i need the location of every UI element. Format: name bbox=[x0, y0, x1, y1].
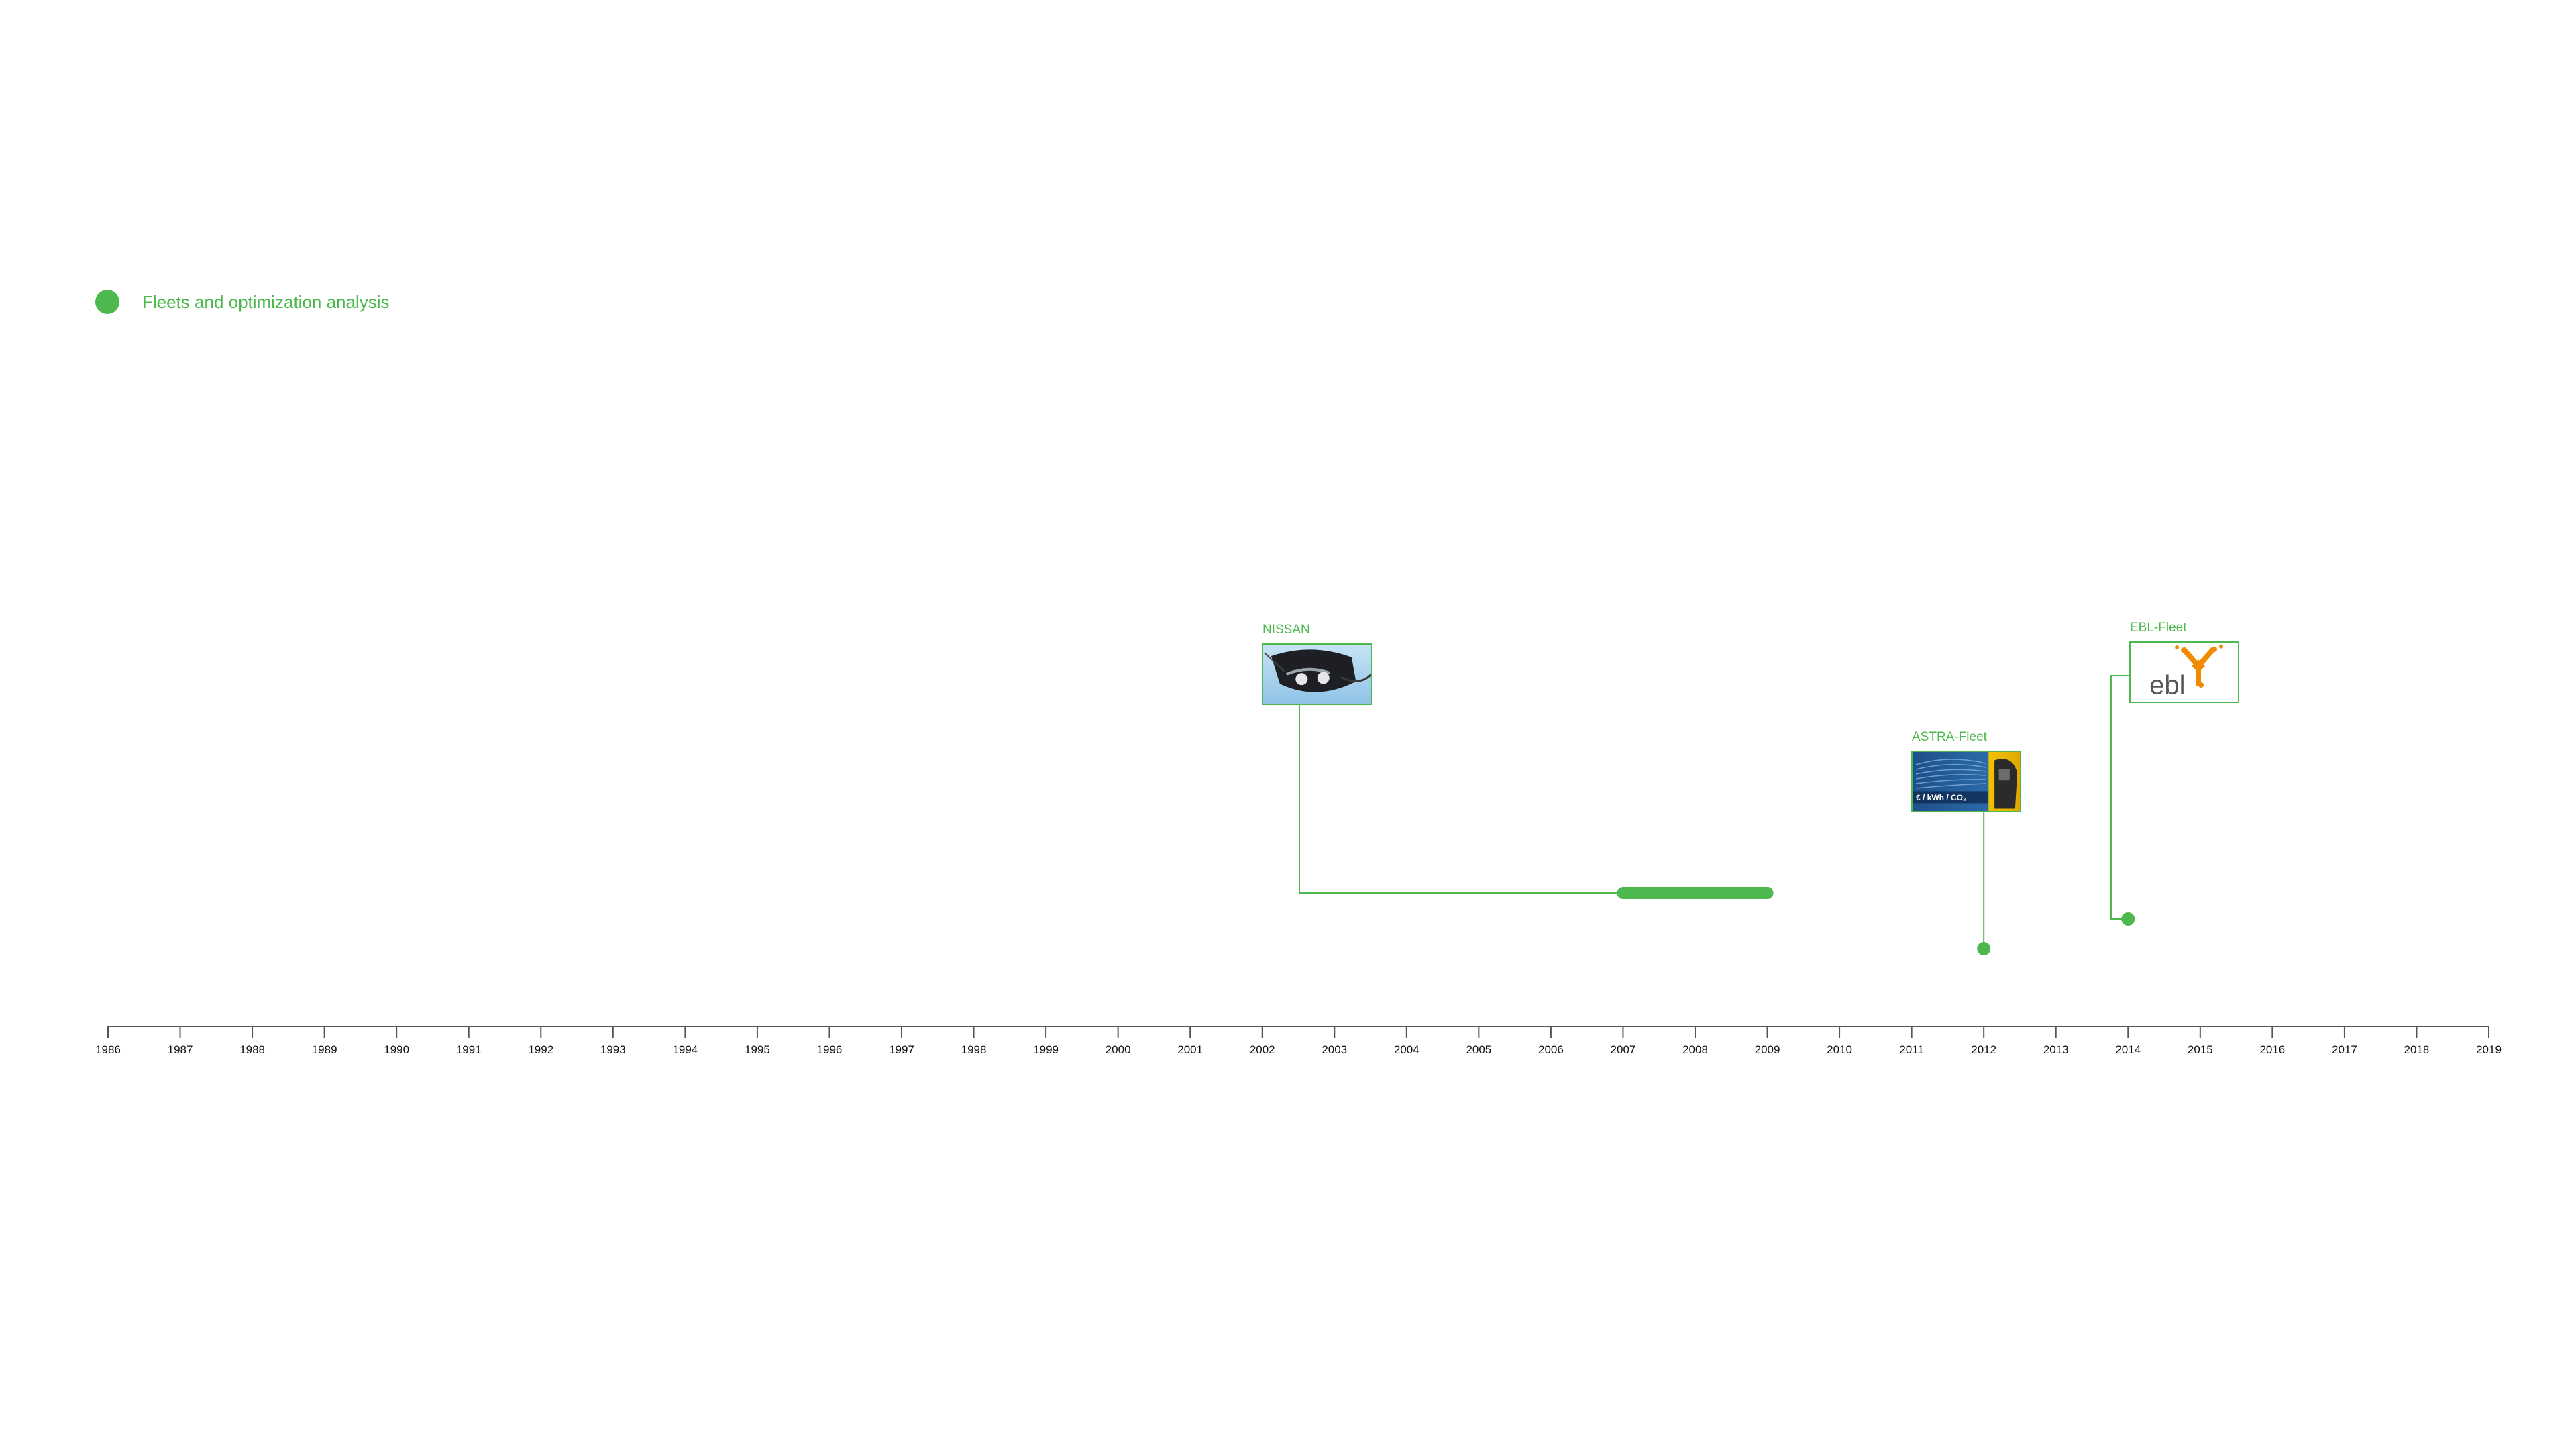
ebl-dot-icon bbox=[2219, 644, 2224, 649]
tick-label: 2005 bbox=[1466, 1043, 1491, 1056]
ebl-star-arm-icon bbox=[2182, 647, 2202, 669]
network-lines-icon bbox=[1915, 779, 1986, 784]
event-point-marker bbox=[2121, 912, 2135, 926]
ebl-dot-icon bbox=[2181, 647, 2187, 653]
event-label: NISSAN bbox=[1263, 623, 1310, 637]
tick-label: 2001 bbox=[1177, 1043, 1203, 1056]
tick-label: 1999 bbox=[1033, 1043, 1059, 1056]
tick-label: 1994 bbox=[672, 1043, 698, 1056]
tick-label: 1988 bbox=[239, 1043, 265, 1056]
tick-label: 1992 bbox=[528, 1043, 553, 1056]
ebl-star-arm-icon bbox=[2196, 647, 2216, 669]
legend-label: Fleets and optimization analysis bbox=[142, 292, 390, 312]
tick-label: 1998 bbox=[961, 1043, 987, 1056]
event-image-frame bbox=[1262, 643, 1372, 705]
tick-label: 1995 bbox=[745, 1043, 770, 1056]
tick-label: 2016 bbox=[2259, 1043, 2285, 1056]
tick-label: 2010 bbox=[1827, 1043, 1852, 1056]
tick-label: 2019 bbox=[2476, 1043, 2502, 1056]
legend: Fleets and optimization analysis bbox=[95, 290, 390, 314]
tick-label: 1997 bbox=[889, 1043, 914, 1056]
network-lines-icon bbox=[1915, 783, 1986, 789]
tick-label: 2014 bbox=[2115, 1043, 2141, 1056]
ebl-logo-text: ebl bbox=[2149, 670, 2185, 700]
legend-swatch bbox=[95, 290, 119, 314]
event-connector bbox=[2110, 675, 2130, 920]
tick-label: 2007 bbox=[1611, 1043, 1636, 1056]
tick-label: 2000 bbox=[1106, 1043, 1131, 1056]
charging-port-icon bbox=[1295, 673, 1308, 686]
banner-strip bbox=[1912, 791, 1988, 804]
network-lines-icon bbox=[1915, 769, 1986, 775]
cable-icon bbox=[1264, 652, 1285, 672]
network-lines-icon bbox=[1915, 763, 1986, 770]
tick-label: 2009 bbox=[1755, 1043, 1780, 1056]
event-astra-fleet: ASTRA-Fleet € / kWh / CO₂ bbox=[1911, 730, 2021, 955]
charger-rim-icon bbox=[1285, 667, 1331, 676]
tick-label: 1993 bbox=[600, 1043, 626, 1056]
charger-screen-icon bbox=[1998, 769, 2010, 781]
network-lines-icon bbox=[1915, 774, 1986, 780]
event-point-marker bbox=[1977, 942, 1991, 955]
ebl-dot-icon bbox=[2198, 682, 2204, 688]
time-axis: 1986 1987 1988 1989 1990 1991 1992 1993 1994 1995… bbox=[95, 1026, 2502, 1056]
tick-label: 1986 bbox=[95, 1043, 121, 1056]
charging-port-icon bbox=[1317, 672, 1330, 684]
banner-strip-text: € / kWh / CO₂ bbox=[1916, 793, 1966, 802]
tick-label: 1990 bbox=[384, 1043, 409, 1056]
tick-label: 1991 bbox=[456, 1043, 482, 1056]
tick-label: 1996 bbox=[817, 1043, 843, 1056]
ebl-dot-icon bbox=[2212, 646, 2218, 652]
event-nissan: NISSAN bbox=[1262, 623, 1774, 899]
cable-icon bbox=[1340, 673, 1373, 682]
tick-label: 2015 bbox=[2188, 1043, 2213, 1056]
tick-label: 1989 bbox=[312, 1043, 337, 1056]
tick-label: 2012 bbox=[1971, 1043, 1996, 1056]
tick-label: 2002 bbox=[1250, 1043, 1275, 1056]
tick-label: 1987 bbox=[168, 1043, 193, 1056]
ebl-dot-icon bbox=[2175, 645, 2180, 649]
tick-label: 2011 bbox=[1899, 1043, 1924, 1056]
tick-label: 2008 bbox=[1682, 1043, 1708, 1056]
event-connector bbox=[1299, 704, 1623, 894]
tick-label: 2018 bbox=[2404, 1043, 2430, 1056]
event-image-frame bbox=[1911, 751, 2021, 812]
event-ebl-fleet: EBL-Fleet ebl bbox=[2110, 621, 2239, 926]
event-layer: NISSAN ASTRA-Fleet € / kWh / CO₂ EBL-Fleet e… bbox=[1262, 621, 2239, 955]
tick-label: 2013 bbox=[2043, 1043, 2069, 1056]
event-label: ASTRA-Fleet bbox=[1912, 730, 1988, 744]
charger-hood-icon bbox=[1271, 649, 1356, 692]
charger-unit-icon bbox=[1994, 759, 2018, 809]
tick-label: 2004 bbox=[1394, 1043, 1419, 1056]
tick-label: 2017 bbox=[2332, 1043, 2357, 1056]
tick-label: 2006 bbox=[1538, 1043, 1564, 1056]
event-image-frame bbox=[2129, 641, 2239, 703]
event-label: EBL-Fleet bbox=[2130, 621, 2187, 635]
tick-label: 2003 bbox=[1322, 1043, 1347, 1056]
network-lines-icon bbox=[1915, 759, 1986, 765]
